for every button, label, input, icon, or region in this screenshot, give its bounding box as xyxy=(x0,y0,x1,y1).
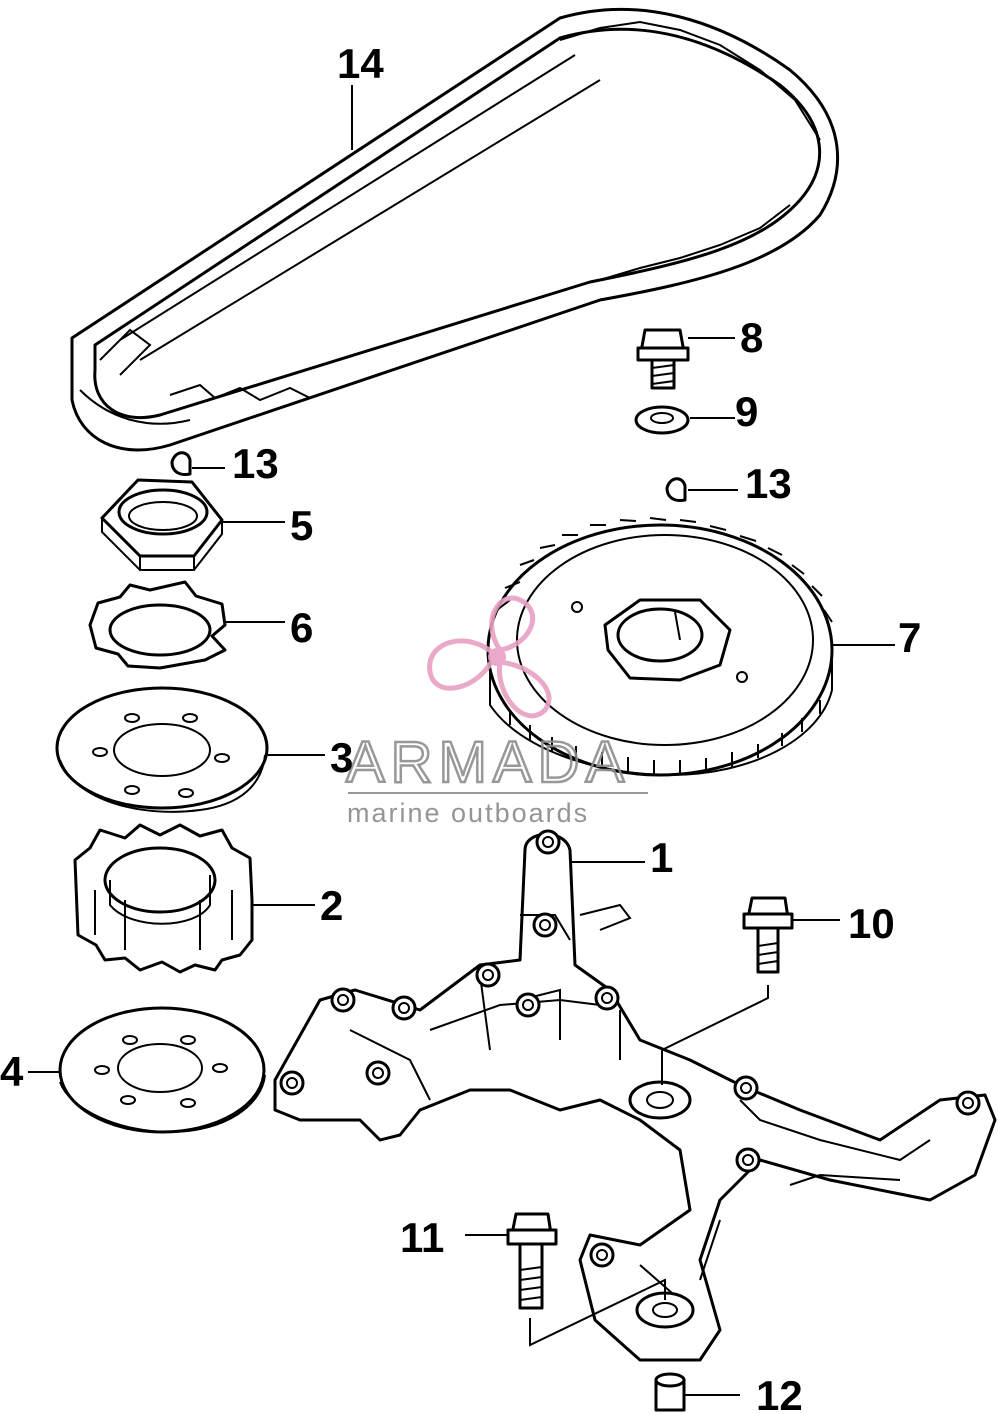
key-left xyxy=(170,451,192,476)
label-bracket: 1 xyxy=(650,834,673,881)
propeller-logo-icon xyxy=(427,595,552,719)
watermark-brand: ARMADA xyxy=(346,730,630,795)
driven-pulley xyxy=(486,517,834,777)
label-washer: 9 xyxy=(735,388,758,435)
armada-watermark: ARMADA marine outboards xyxy=(345,595,648,828)
bracket xyxy=(273,829,997,1362)
label-plate-upper: 3 xyxy=(330,734,353,781)
dowel-pin xyxy=(654,1372,686,1412)
label-lock-washer: 6 xyxy=(290,604,313,651)
key-right xyxy=(665,477,687,502)
nut xyxy=(100,478,224,571)
label-key-left: 13 xyxy=(232,440,279,487)
label-dowel-pin: 12 xyxy=(756,1372,803,1414)
label-driven-pulley: 7 xyxy=(898,614,921,661)
label-belt: 14 xyxy=(337,40,384,87)
bolt-upper xyxy=(636,328,690,390)
bolt-bracket-right xyxy=(661,896,794,1085)
leader-lines xyxy=(28,85,895,1396)
label-bolt-upper: 8 xyxy=(740,314,763,361)
label-drive-pulley: 2 xyxy=(320,882,343,929)
timing-belt xyxy=(70,7,840,452)
callout-labels: 14 8 9 13 13 5 6 7 3 1 2 10 4 11 12 xyxy=(0,40,921,1414)
washer xyxy=(634,405,690,435)
drive-pulley xyxy=(73,823,254,974)
plate-lower xyxy=(58,1006,266,1134)
label-nut: 5 xyxy=(290,502,313,549)
label-plate-lower: 4 xyxy=(0,1048,24,1095)
label-bolt-bracket-lower: 11 xyxy=(400,1214,444,1261)
plate-upper xyxy=(55,686,269,813)
label-key-right: 13 xyxy=(745,460,792,507)
label-bolt-bracket-right: 10 xyxy=(848,900,895,947)
lock-washer xyxy=(88,580,227,670)
watermark-tagline: marine outboards xyxy=(347,798,589,828)
bolt-bracket-lower xyxy=(506,1212,666,1347)
